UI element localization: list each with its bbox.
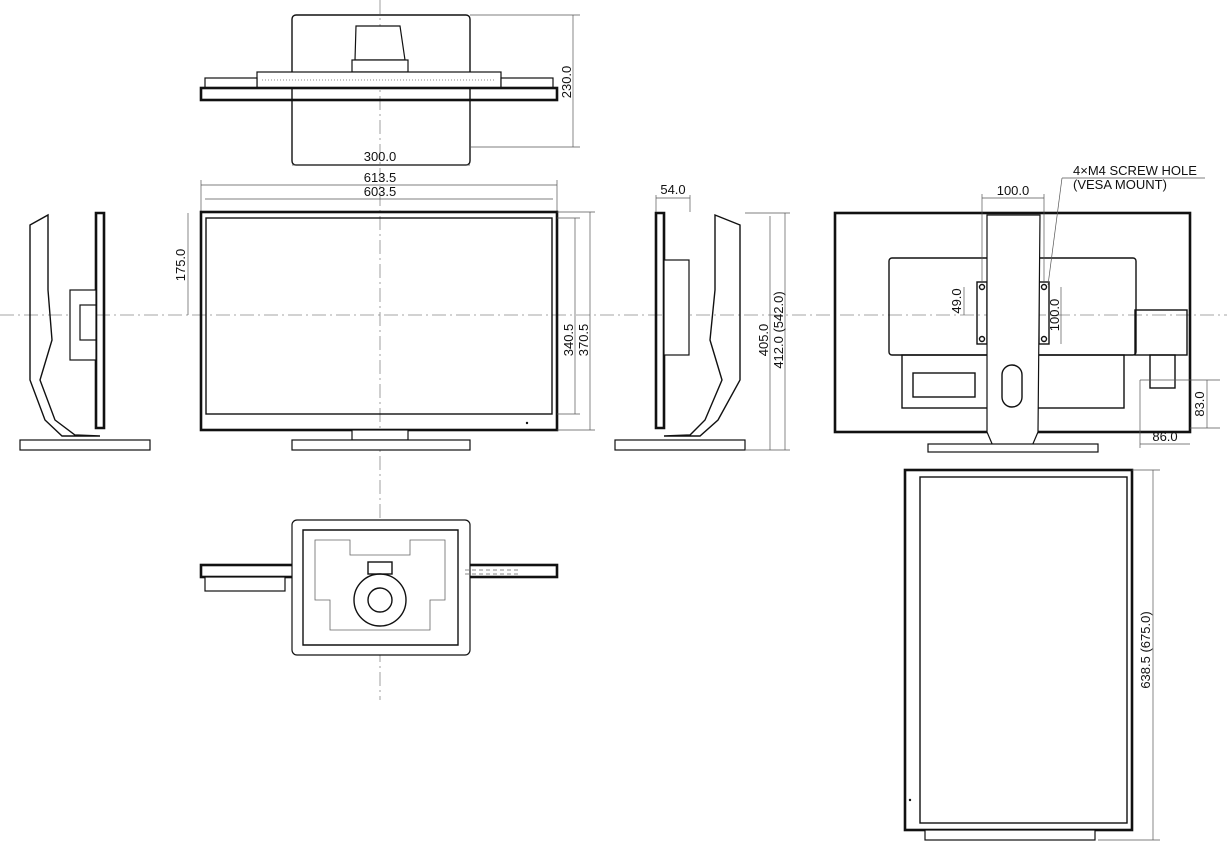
right-side-view xyxy=(614,211,746,451)
dim-label-max-height: 412.0 (542.0) xyxy=(771,291,786,368)
bottom-view xyxy=(199,519,559,656)
vesa-annotation-line1: 4×M4 SCREW HOLE xyxy=(1073,163,1197,178)
dim-widths: 613.5 603.5 xyxy=(200,170,558,212)
dim-side: 54.0 405.0 412.0 (542.0) xyxy=(655,182,790,451)
back-view xyxy=(833,211,1192,453)
dim-label-stand-depth: 230.0 xyxy=(559,66,574,99)
dim-label-center-height: 175.0 xyxy=(173,249,188,282)
dim-label-depth: 54.0 xyxy=(660,182,685,197)
dim-label-vesa-offset: 49.0 xyxy=(949,288,964,313)
dim-label-panel-height: 370.5 xyxy=(576,324,591,357)
dim-label-vesa-v: 100.0 xyxy=(1047,299,1062,332)
dim-label-panel-width: 603.5 xyxy=(364,184,397,199)
dim-portrait: 638.5 (675.0) xyxy=(1098,469,1160,841)
front-view xyxy=(199,210,559,451)
dim-stand-width: 300.0 xyxy=(292,149,470,166)
dim-label-screen-height: 340.5 xyxy=(561,324,576,357)
dim-label-vesa-h: 100.0 xyxy=(997,183,1030,198)
dim-back: 100.0 4×M4 SCREW HOLE (VESA MOUNT) 49.0 … xyxy=(949,163,1220,448)
dim-label-stand-width: 300.0 xyxy=(364,149,397,164)
vesa-annotation-line2: (VESA MOUNT) xyxy=(1073,177,1167,192)
left-side-view xyxy=(19,211,151,451)
dim-label-min-height: 405.0 xyxy=(756,324,771,357)
dim-label-overall-width: 613.5 xyxy=(364,170,397,185)
dim-label-port-offset: 86.0 xyxy=(1152,429,1177,444)
dim-label-port-height: 83.0 xyxy=(1192,391,1207,416)
dim-front: 175.0 340.5 370.5 xyxy=(173,211,595,431)
top-view xyxy=(199,14,559,166)
portrait-view xyxy=(903,468,1134,841)
dim-stand-depth: 230.0 xyxy=(470,14,580,148)
dim-label-portrait-height: 638.5 (675.0) xyxy=(1138,611,1153,688)
